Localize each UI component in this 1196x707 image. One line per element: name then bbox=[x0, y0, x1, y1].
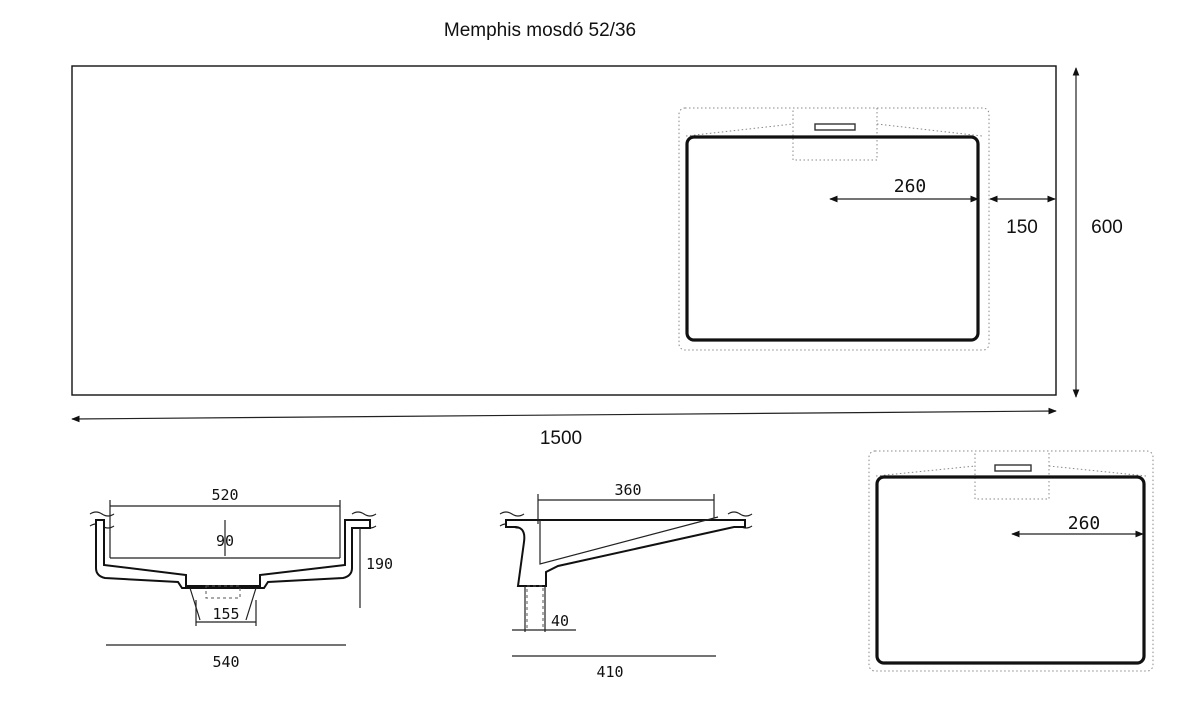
side-offset-label: 150 bbox=[1006, 217, 1038, 238]
tap-distance-label: 260 bbox=[894, 176, 927, 197]
basin-plan-tap-label: 260 bbox=[1068, 513, 1101, 534]
depth-label: 600 bbox=[1091, 217, 1123, 238]
side-section: 360 40 410 bbox=[499, 481, 753, 681]
inner-depth-label: 360 bbox=[614, 481, 641, 499]
length-label: 1500 bbox=[540, 428, 582, 449]
drawing-title: Memphis mosdó 52/36 bbox=[444, 20, 636, 41]
countertop-outline bbox=[71, 65, 1057, 396]
outer-width-label: 540 bbox=[212, 653, 239, 671]
drain-width-label: 155 bbox=[212, 605, 239, 623]
top-view: 260 150 600 1500 bbox=[71, 65, 1123, 449]
length-arrow bbox=[71, 407, 1057, 423]
inner-width-label: 520 bbox=[211, 486, 238, 504]
outer-depth-label: 410 bbox=[596, 663, 623, 681]
basin-plan-view: 260 bbox=[868, 450, 1154, 672]
basin-depth-label: 90 bbox=[216, 532, 234, 550]
basin-top-plan: 260 bbox=[678, 107, 990, 351]
height-label: 190 bbox=[366, 555, 393, 573]
front-section: 520 90 190 155 540 bbox=[89, 486, 393, 671]
side-drain-label: 40 bbox=[551, 612, 569, 630]
